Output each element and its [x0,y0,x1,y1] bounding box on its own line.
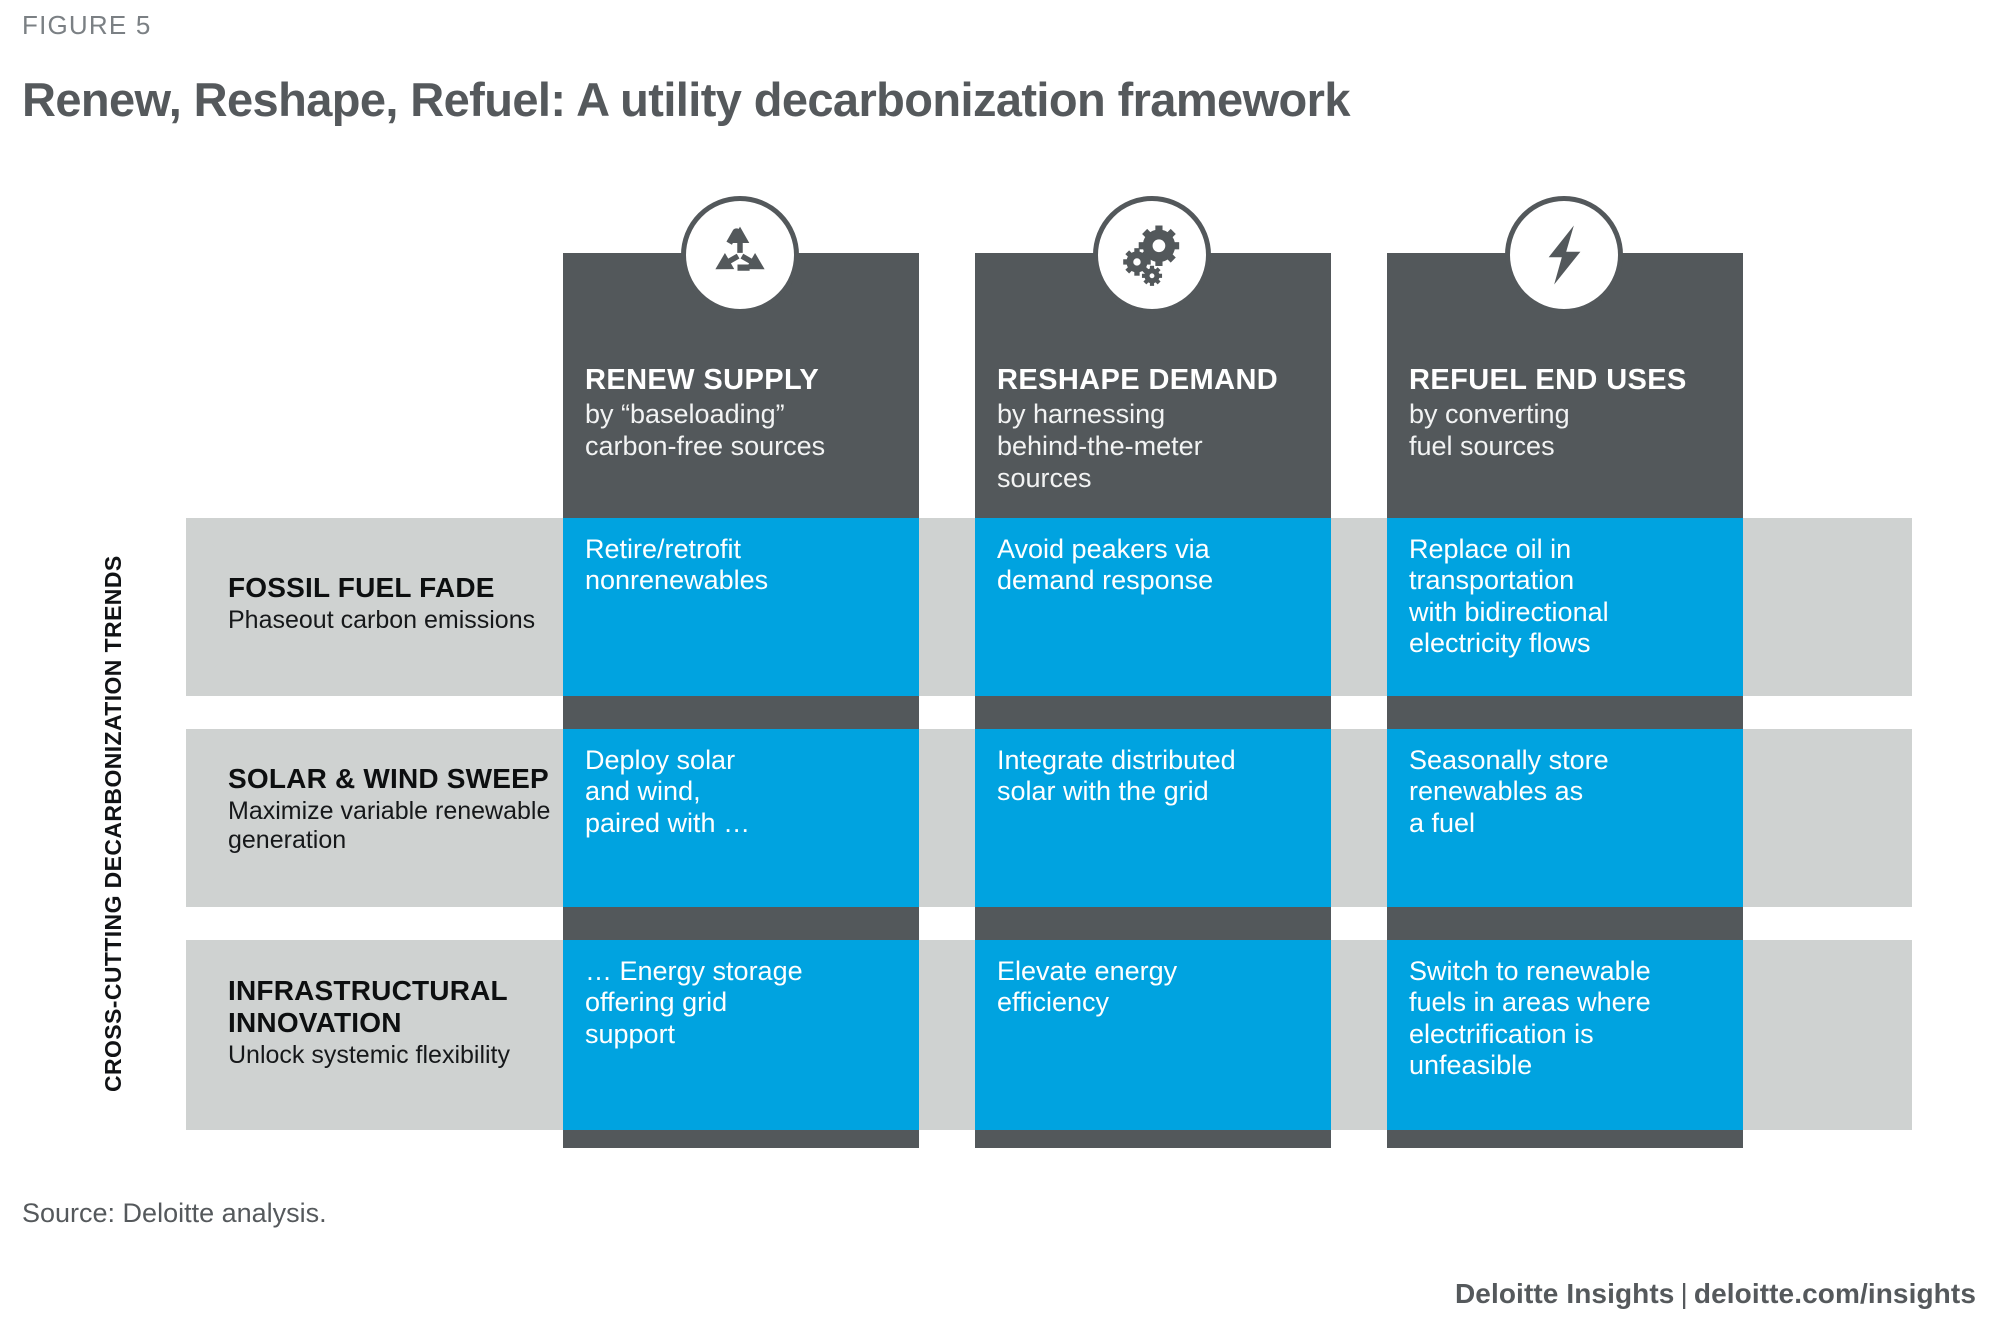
row-subtitle: Maximize variable renewable generation [228,796,551,855]
cell-r2c1[interactable]: Deploy solar and wind, paired with … [563,729,919,907]
recycle-icon [705,220,775,290]
deloitte-insights-brand: Deloitte Insights|deloitte.com/insights [1455,1278,1976,1310]
cell-r3c3[interactable]: Switch to renewable fuels in areas where… [1387,940,1743,1130]
separator-r2c3 [1387,907,1743,940]
row-title: SOLAR & WIND SWEEP [228,763,549,794]
separator-r1c2 [975,696,1331,729]
row-label-solar-wind-sweep: SOLAR & WIND SWEEP Maximize variable ren… [228,763,568,855]
cell-r1c1[interactable]: Retire/retrofit nonrenewables [563,518,919,696]
column-subtitle: by harnessing behind-the-meter sources [997,399,1203,493]
separator-r1c1 [563,696,919,729]
row-title: FOSSIL FUEL FADE [228,572,495,603]
row-label-infrastructural-innovation: INFRASTRUCTURAL INNOVATION Unlock system… [228,975,568,1070]
separator-r2c1 [563,907,919,940]
separator-r2c2 [975,907,1331,940]
lightning-bolt-icon [1529,220,1599,290]
row-subtitle: Phaseout carbon emissions [228,605,536,634]
column-subtitle: by “baseloading” carbon-free sources [585,399,826,462]
row-label-fossil-fuel-fade: FOSSIL FUEL FADE Phaseout carbon emissio… [228,572,558,635]
icon-circle-reshape-demand [1093,196,1211,314]
cell-r1c2[interactable]: Avoid peakers via demand response [975,518,1331,696]
separator-bottom-c1 [563,1130,919,1148]
cell-r2c3[interactable]: Seasonally store renewables as a fuel [1387,729,1743,907]
column-subtitle: by converting fuel sources [1409,399,1570,462]
source-note: Source: Deloitte analysis. [22,1198,327,1228]
separator-r1c3 [1387,696,1743,729]
figure-title: Renew, Reshape, Refuel: A utility decarb… [22,73,1350,126]
cell-r3c2[interactable]: Elevate energy efficiency [975,940,1331,1130]
figure-label: FIGURE 5 [22,10,152,40]
column-title: REFUEL END USES [1409,364,1687,396]
separator-bottom-c3 [1387,1130,1743,1148]
cell-r3c1[interactable]: … Energy storage offering grid support [563,940,919,1130]
row-subtitle: Unlock systemic flexibility [228,1040,511,1069]
row-title: INFRASTRUCTURAL INNOVATION [228,975,508,1038]
cell-r1c3[interactable]: Replace oil in transportation with bidir… [1387,518,1743,696]
icon-circle-renew-supply [681,196,799,314]
brand-url: deloitte.com/insights [1693,1278,1976,1309]
brand-separator: | [1680,1278,1688,1309]
column-header-renew-supply: RENEW SUPPLY by “baseloading” carbon-fre… [563,253,919,518]
column-title: RENEW SUPPLY [585,364,820,396]
cell-r2c2[interactable]: Integrate distributed solar with the gri… [975,729,1331,907]
brand-name: Deloitte Insights [1454,1278,1675,1309]
gears-icon [1115,218,1189,292]
separator-bottom-c2 [975,1130,1331,1148]
column-title: RESHAPE DEMAND [997,364,1279,396]
icon-circle-refuel-end-uses [1505,196,1623,314]
